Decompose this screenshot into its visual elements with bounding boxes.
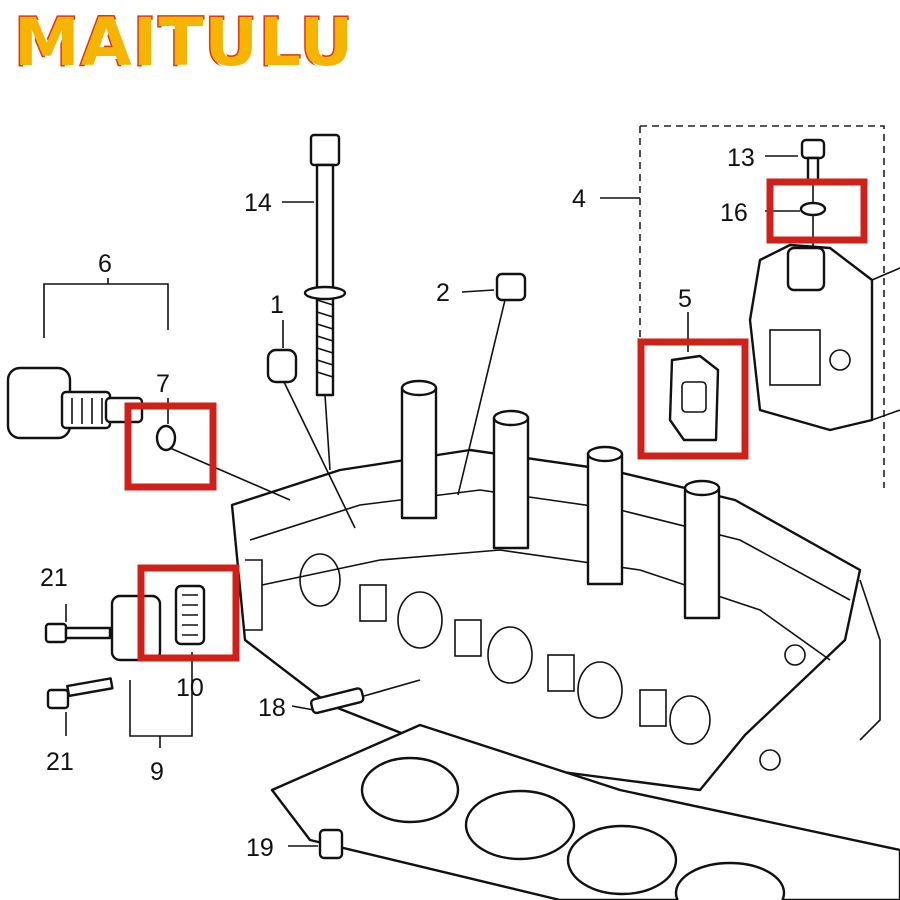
subassembly-outline xyxy=(639,125,885,488)
highlight-box-7 xyxy=(124,402,217,491)
callout-13: 13 xyxy=(727,144,755,172)
callout-5: 5 xyxy=(678,285,692,313)
callout-21-bottom: 21 xyxy=(46,748,74,776)
cylinder-head xyxy=(230,448,881,792)
oring-part xyxy=(155,424,177,452)
highlight-box-10 xyxy=(137,564,240,662)
callout-21-top: 21 xyxy=(40,564,68,592)
callout-9: 9 xyxy=(150,758,164,786)
spool-valve-assembly xyxy=(748,243,900,432)
camshaft-towers xyxy=(400,379,721,620)
highlight-box-5 xyxy=(637,338,749,460)
callout-2: 2 xyxy=(436,279,450,307)
oil-control-solenoid xyxy=(6,366,144,440)
callout-10: 10 xyxy=(176,674,204,702)
callout-6: 6 xyxy=(98,250,112,278)
callout-4: 4 xyxy=(572,185,586,213)
bolt-pair xyxy=(44,622,114,710)
nut-part xyxy=(266,348,298,384)
washer-part xyxy=(799,201,827,217)
spool-gasket-part xyxy=(668,354,720,442)
callout-16: 16 xyxy=(720,199,748,227)
head-bolt xyxy=(303,133,347,471)
callout-19: 19 xyxy=(246,834,274,862)
callout-7: 7 xyxy=(156,370,170,398)
dowel-pin-part xyxy=(318,828,344,860)
pressure-switch-assembly xyxy=(110,584,206,662)
dowel-part xyxy=(495,272,527,302)
highlight-box-16 xyxy=(766,178,868,244)
brand-logo: MAITULU xyxy=(12,3,355,83)
spool-bolt xyxy=(800,138,826,248)
stud-part xyxy=(309,679,421,715)
head-gasket xyxy=(270,723,900,900)
callout-14: 14 xyxy=(244,189,272,217)
callout-18: 18 xyxy=(258,694,286,722)
callout-1: 1 xyxy=(270,291,284,319)
